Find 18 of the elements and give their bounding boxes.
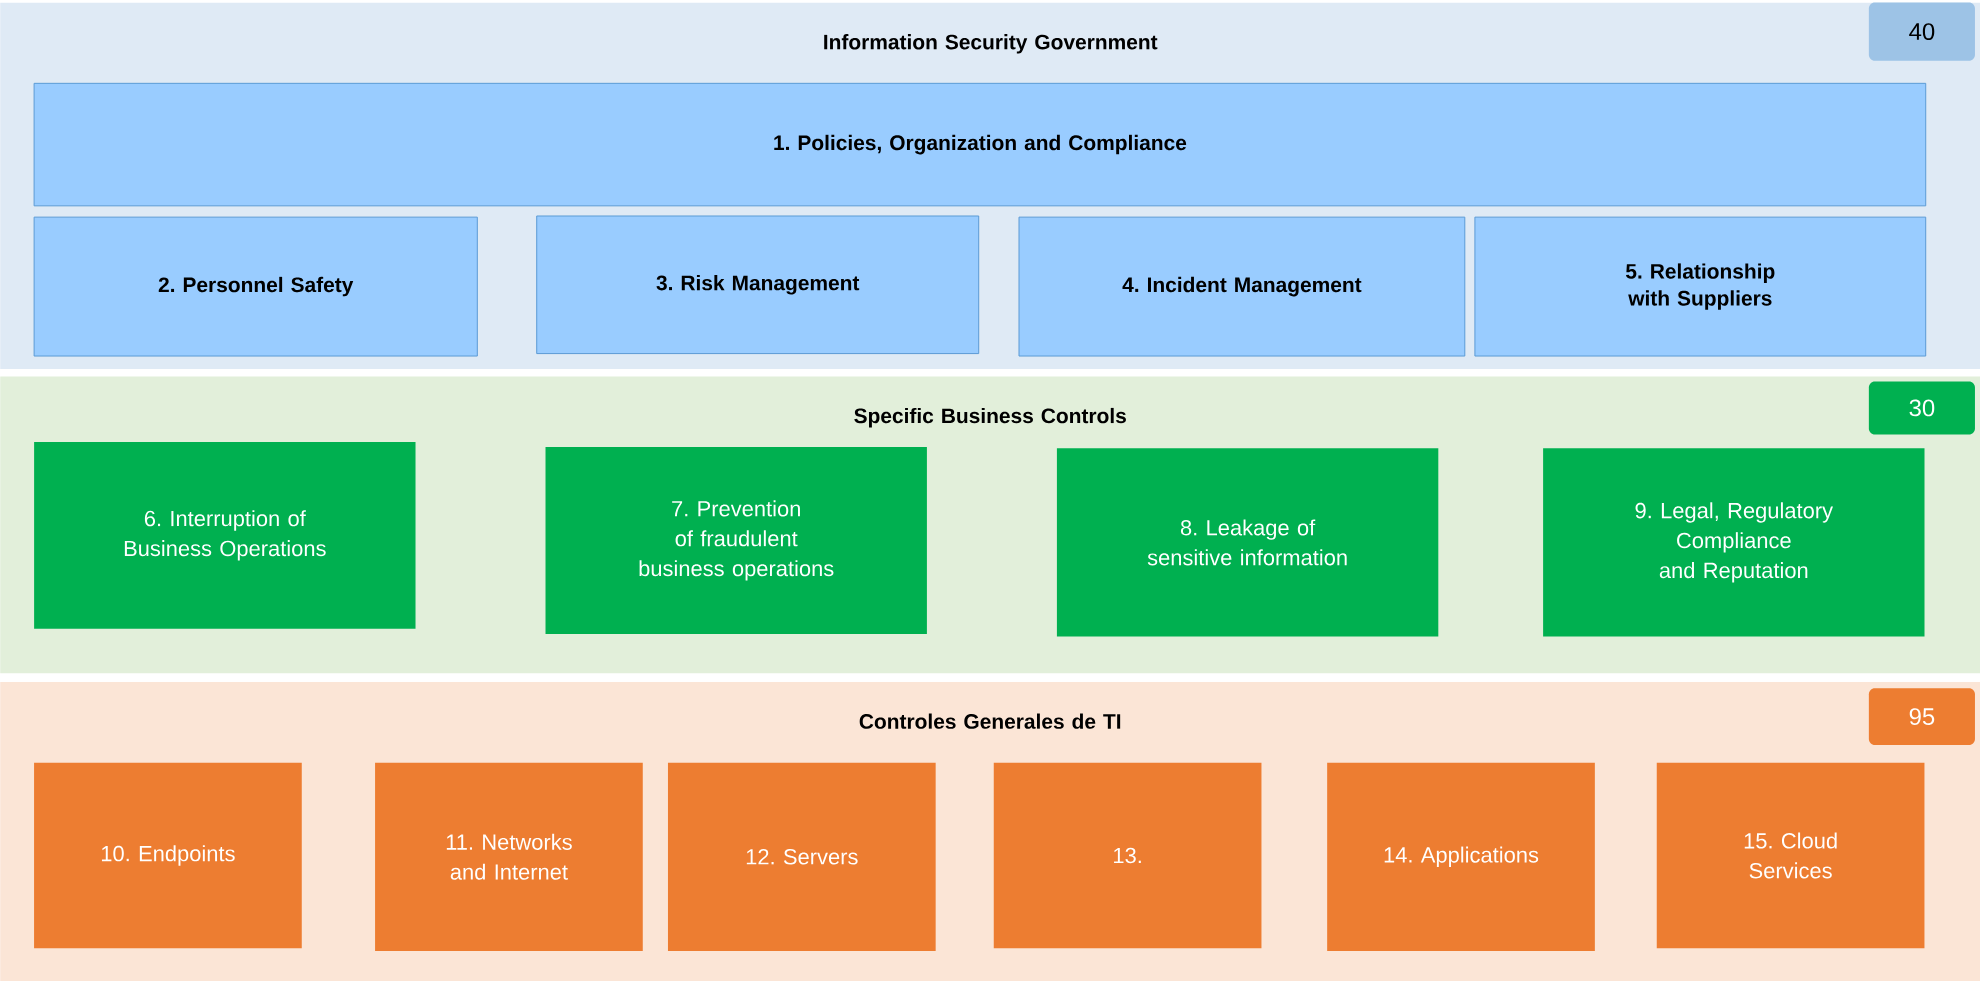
category-box: 11. Networks and Internet — [375, 762, 643, 951]
category-box: 3. Risk Management — [536, 215, 980, 355]
category-box: 8. Leakage of sensitive information — [1056, 448, 1439, 637]
category-box: 6. Interruption of Business Operations — [34, 441, 416, 629]
category-box: 13. — [993, 762, 1262, 949]
category-box: 4. Incident Management — [1018, 216, 1466, 357]
category-box: 7. Prevention of fraudulent business operations — [545, 447, 927, 634]
score-badge: 40 — [1868, 2, 1975, 61]
category-box: 10. Endpoints — [34, 762, 302, 949]
category-box: 2. Personnel Safety — [33, 216, 478, 357]
category-box: 5. Relationship with Suppliers — [1474, 216, 1927, 357]
score-badge: 95 — [1868, 688, 1975, 745]
category-box: 15. Cloud Services — [1656, 762, 1925, 949]
category-box: 14. Applications — [1327, 762, 1595, 951]
category-box: 12. Servers — [667, 762, 936, 951]
category-box: 1. Policies, Organization and Compliance — [33, 82, 1927, 207]
category-box: 9. Legal, Regulatory Compliance and Reputation — [1543, 448, 1925, 637]
score-badge: 30 — [1868, 381, 1975, 435]
